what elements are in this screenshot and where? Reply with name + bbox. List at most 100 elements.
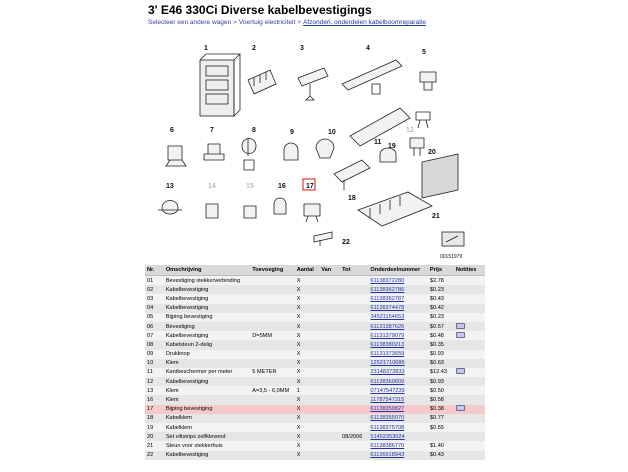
part-label-4[interactable]: 4 [366, 45, 370, 52]
part-label-9[interactable]: 9 [290, 129, 294, 136]
breadcrumb-select-car[interactable]: Selecteer een andere wagen [148, 19, 232, 26]
part-label-1[interactable]: 1 [204, 45, 208, 52]
part-13-drawing[interactable] [158, 200, 182, 215]
part-15-drawing[interactable] [243, 205, 257, 219]
part-number-link[interactable]: 61138362786 [370, 286, 405, 293]
part-number-link[interactable]: 61138372280 [370, 277, 405, 284]
part-number-link[interactable]: 61138355070 [370, 415, 405, 422]
part-label-14[interactable]: 14 [208, 183, 216, 190]
cell-price: $2.78 [427, 275, 454, 286]
part-label-15[interactable]: 15 [246, 183, 254, 190]
cell-part-number: 61131373659 [368, 349, 428, 359]
part-number-link[interactable]: 61138380213 [370, 341, 405, 348]
cell-nr: 01 [145, 275, 164, 286]
part-label-5[interactable]: 5 [422, 49, 426, 56]
part-number-link[interactable]: 61136918943 [370, 452, 405, 459]
part-label-19[interactable]: 19 [388, 143, 396, 150]
part-number-link[interactable]: 61138386770 [370, 442, 405, 449]
cart-icon[interactable] [455, 368, 465, 375]
part-label-7[interactable]: 7 [210, 127, 214, 134]
part-number-link[interactable]: 11787547315 [370, 397, 405, 404]
part-2-drawing[interactable] [247, 69, 277, 95]
part-label-6[interactable]: 6 [170, 127, 174, 134]
part-18-drawing[interactable] [333, 159, 371, 190]
part-3-drawing[interactable] [297, 67, 329, 101]
part-1-drawing[interactable] [199, 53, 241, 117]
part-number-link[interactable]: 07147547239 [370, 387, 405, 394]
part-label-11[interactable]: 11 [374, 139, 382, 146]
part-7-drawing[interactable] [203, 143, 225, 161]
part-label-18[interactable]: 18 [348, 195, 356, 202]
cell-nr: 21 [145, 441, 164, 451]
part-number-link[interactable]: 51452353024 [370, 433, 405, 440]
part-number-link[interactable]: 61138350827 [370, 406, 405, 413]
part-label-8[interactable]: 8 [252, 127, 256, 134]
cart-icon[interactable] [455, 331, 465, 338]
part-number-link[interactable]: 23148372833 [370, 369, 405, 376]
part-number-link[interactable]: 61131379079 [370, 332, 405, 339]
part-label-20[interactable]: 20 [428, 149, 436, 156]
part-label-22[interactable]: 22 [342, 239, 350, 246]
part-19-drawing[interactable] [379, 147, 397, 163]
part-22-drawing[interactable] [313, 231, 333, 246]
part-label-13[interactable]: 13 [166, 183, 174, 190]
cell-from [319, 331, 341, 341]
part-6-drawing[interactable] [165, 145, 187, 167]
part-label-10[interactable]: 10 [328, 129, 336, 136]
part-17-drawing[interactable] [303, 203, 321, 223]
part-number-link[interactable]: 61138374478 [370, 305, 405, 312]
part-label-2[interactable]: 2 [252, 45, 256, 52]
part-21-drawing[interactable] [357, 191, 433, 227]
cell-addition [250, 303, 295, 313]
part-5-drawing[interactable] [415, 71, 437, 129]
part-label-17[interactable]: 17 [306, 183, 314, 190]
part-9-drawing[interactable] [283, 142, 299, 161]
part-16-drawing[interactable] [273, 197, 287, 215]
part-label-21[interactable]: 21 [432, 213, 440, 220]
breadcrumb-vehicle-electrics[interactable]: Voertuig electriciteit [238, 19, 296, 26]
part-number-link[interactable]: 61131387626 [370, 323, 405, 330]
part-11-drawing[interactable] [349, 107, 411, 147]
part-label-3[interactable]: 3 [300, 45, 304, 52]
cell-quantity: X [294, 331, 320, 341]
part-label-16[interactable]: 16 [278, 183, 286, 190]
part-label-12[interactable]: 12 [406, 127, 414, 134]
part-20-drawing[interactable] [421, 153, 459, 199]
part-number-link[interactable]: 12521710686 [370, 360, 405, 367]
part-number-link[interactable]: 61138375708 [370, 424, 405, 431]
part-number-link[interactable]: 61138360609 [370, 378, 405, 385]
cell-part-number: 61138362787 [368, 294, 428, 304]
part-number-link[interactable]: 61138362787 [370, 295, 405, 302]
parts-diagram: 1 2 3 4 5 6 7 8 9 10 11 12 13 14 15 16 1… [158, 45, 465, 260]
part-12-drawing[interactable] [409, 137, 425, 156]
cart-icon[interactable] [455, 405, 465, 412]
part-number-link[interactable]: 61131373659 [370, 351, 405, 358]
part-10-drawing[interactable] [315, 138, 335, 159]
breadcrumb-current[interactable]: Afzonderl. onderdelen kabelboomreparatie [303, 19, 426, 26]
part-4-drawing[interactable] [341, 59, 403, 95]
part-number-link[interactable]: 34521154653 [370, 314, 405, 321]
part-8-drawing[interactable] [241, 138, 257, 171]
cart-icon[interactable] [455, 322, 465, 329]
part-14-drawing[interactable] [205, 203, 219, 219]
